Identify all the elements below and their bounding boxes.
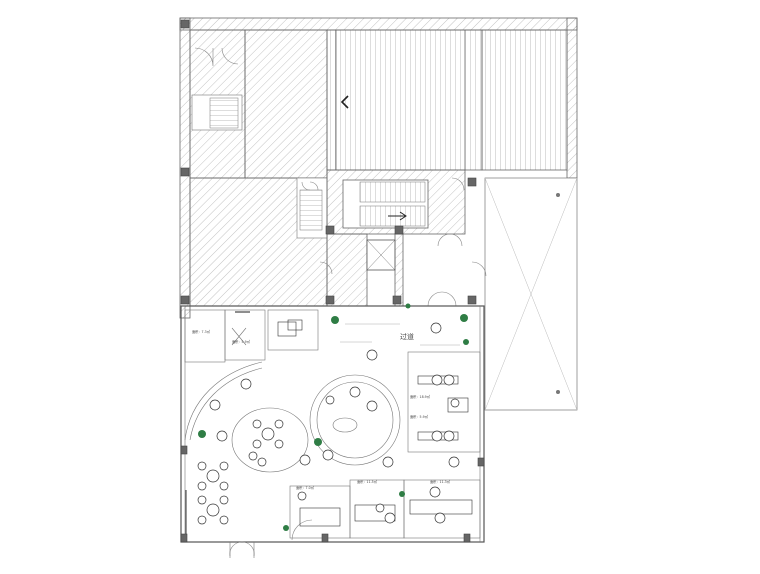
door-swing-icon bbox=[451, 177, 465, 191]
door-swing-icon bbox=[221, 47, 239, 65]
chair-icon bbox=[197, 322, 460, 525]
elevator-shaft-wall bbox=[326, 233, 368, 307]
outer-wall bbox=[180, 305, 485, 543]
door-swing-icon bbox=[471, 261, 487, 277]
area-label-7: 面积：7.0㎡ bbox=[296, 485, 315, 490]
plant-icon bbox=[198, 303, 469, 531]
column-icon bbox=[180, 445, 485, 543]
area-label-1: 面积：7.3㎡ bbox=[192, 329, 211, 334]
area-label-3: 面积：18.9㎡ bbox=[410, 394, 431, 399]
door-swing-icon bbox=[301, 181, 319, 191]
upper-structure bbox=[179, 17, 578, 411]
right-wall-band bbox=[566, 17, 578, 179]
small-stair bbox=[209, 97, 239, 129]
upper-mid-room bbox=[244, 29, 328, 179]
passage-label: 过道 bbox=[400, 332, 414, 341]
column-icon bbox=[180, 19, 477, 305]
stair-arrow-icon bbox=[388, 211, 407, 221]
door-swing-icon bbox=[229, 541, 255, 557]
round-display-zone bbox=[309, 374, 401, 466]
area-label-4: 面积：5.9㎡ bbox=[410, 414, 429, 419]
small-stair bbox=[299, 189, 323, 231]
door-swing-icon bbox=[291, 519, 313, 541]
area-label-6: 面积：11.3㎡ bbox=[430, 479, 451, 484]
door-swing-icon bbox=[194, 47, 214, 67]
door-swing-icon bbox=[319, 261, 333, 275]
labels: 过道 面积：7.3㎡ 面积：5.9㎡ 面积：18.9㎡ 面积：5.9㎡ 面积：1… bbox=[192, 329, 451, 490]
main-stair-block bbox=[326, 29, 483, 171]
curved-partition bbox=[184, 361, 263, 441]
stair-arrow-icon bbox=[340, 95, 349, 109]
lower-floor bbox=[180, 303, 485, 558]
door-swing-icon bbox=[427, 291, 457, 307]
side-stair-block bbox=[481, 29, 568, 171]
door-swing-icon bbox=[437, 233, 463, 247]
oval-table-zone bbox=[231, 407, 309, 473]
area-label-5: 面积：11.5㎡ bbox=[357, 479, 378, 484]
area-label-2: 面积：5.9㎡ bbox=[232, 339, 251, 344]
top-wall-band bbox=[179, 17, 578, 31]
